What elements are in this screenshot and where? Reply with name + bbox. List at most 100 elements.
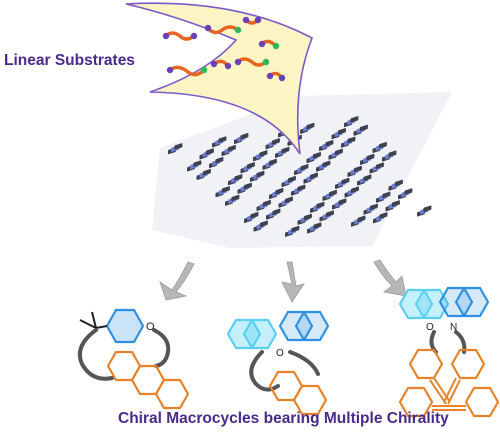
framework-unit: [328, 148, 343, 160]
framework-unit: [335, 177, 350, 189]
framework-unit: [209, 156, 224, 169]
arrow-right: [373, 259, 407, 297]
framework-unit: [331, 128, 346, 140]
framework-unit: [344, 186, 359, 198]
framework-unit: [228, 174, 243, 186]
substrate-bead: [200, 66, 208, 74]
framework-paddle: [359, 124, 368, 132]
framework-unit: [373, 212, 388, 224]
oxygen-label: O: [276, 348, 284, 359]
substrate-bead: [234, 26, 242, 34]
bond: [95, 325, 108, 329]
framework-unit: [265, 138, 280, 150]
framework-paddle: [218, 136, 227, 143]
substrate-chain: [168, 65, 206, 77]
framework-unit: [353, 124, 368, 136]
oxygen-label: O: [146, 321, 155, 333]
framework-unit: [168, 143, 183, 155]
framework-unit: [388, 179, 403, 191]
framework-unit: [196, 168, 211, 180]
substrate-bead: [258, 40, 266, 48]
framework-paddle: [221, 186, 230, 193]
framework-unit: [382, 150, 397, 162]
framework-unit: [376, 191, 391, 203]
blue-naphthyl-ring: [294, 310, 330, 342]
substrate-bead: [242, 16, 250, 24]
framework-paddle: [287, 176, 296, 183]
framework-unit: [360, 153, 375, 165]
substrate-bead: [272, 42, 280, 50]
substrate-bead: [266, 72, 274, 80]
linear-substrates-label: Linear Substrates: [4, 52, 135, 69]
framework-paddle: [363, 174, 372, 182]
framework-unit: [291, 184, 306, 196]
substrate-bead: [262, 58, 270, 66]
framework-paddle: [243, 182, 252, 190]
framework-paddle: [246, 162, 255, 169]
framework-paddle: [193, 160, 202, 167]
framework-paddle: [262, 199, 271, 207]
framework-unit: [281, 176, 296, 188]
framework-paddle: [312, 152, 321, 159]
substrate-bead: [278, 74, 286, 82]
substrate-chain: [164, 31, 196, 41]
macrocycle-2: O: [226, 310, 330, 416]
substrate-chain: [206, 25, 240, 35]
framework-unit: [303, 172, 318, 184]
chiral-macrocycles-label: Chiral Macrocycles bearing Multiple Chir…: [118, 410, 449, 427]
framework-unit: [256, 199, 271, 212]
framework-unit: [250, 170, 265, 182]
framework-unit: [306, 152, 321, 164]
framework-paddle: [297, 184, 306, 192]
methyl-groups: [79, 311, 97, 329]
cof-framework: [152, 92, 452, 248]
cyan-naphthyl-ring: [414, 288, 450, 320]
framework-paddle: [394, 179, 403, 187]
framework-unit: [225, 194, 240, 206]
framework-paddle: [291, 225, 300, 233]
framework-lattice: [168, 116, 432, 237]
framework-paddle: [240, 133, 249, 140]
orange-aryl-ring: [450, 348, 486, 380]
framework-paddle: [275, 187, 284, 195]
framework-unit: [319, 210, 334, 222]
framework-paddle: [174, 143, 183, 150]
framework-paddle: [325, 210, 334, 217]
framework-unit: [307, 222, 322, 234]
framework-unit: [322, 189, 337, 201]
reaction-arrows: [159, 259, 407, 303]
framework-paddle: [357, 215, 366, 223]
framework-paddle: [366, 153, 375, 161]
framework-paddle: [350, 186, 359, 194]
framework-unit: [221, 144, 236, 157]
framework-paddle: [281, 146, 290, 154]
framework-paddle: [316, 201, 325, 209]
framework-paddle: [259, 150, 268, 157]
framework-unit: [285, 225, 300, 237]
framework-paddle: [202, 168, 211, 176]
substrate-bead: [162, 32, 170, 40]
blue-aryl-ring: [105, 308, 145, 344]
framework-unit: [344, 116, 359, 128]
framework-paddle: [378, 141, 387, 149]
framework-paddle: [375, 162, 384, 170]
framework-unit: [297, 213, 312, 225]
substrate-bead: [190, 32, 198, 40]
substrate-bead: [166, 66, 174, 74]
framework-unit: [372, 141, 387, 153]
framework-paddle: [328, 189, 337, 197]
framework-unit: [266, 208, 281, 220]
framework-paddle: [322, 160, 331, 168]
substrate-chain: [236, 57, 268, 67]
framework-unit: [199, 148, 214, 160]
framework-paddle: [215, 156, 224, 164]
framework-paddle: [272, 208, 281, 216]
framework-paddle: [313, 222, 322, 229]
framework-paddle: [388, 150, 397, 158]
framework-unit: [310, 201, 325, 213]
substrate-bead: [224, 62, 232, 70]
framework-paddle: [391, 200, 400, 207]
linker-chain: [77, 328, 171, 381]
framework-unit: [212, 136, 227, 148]
